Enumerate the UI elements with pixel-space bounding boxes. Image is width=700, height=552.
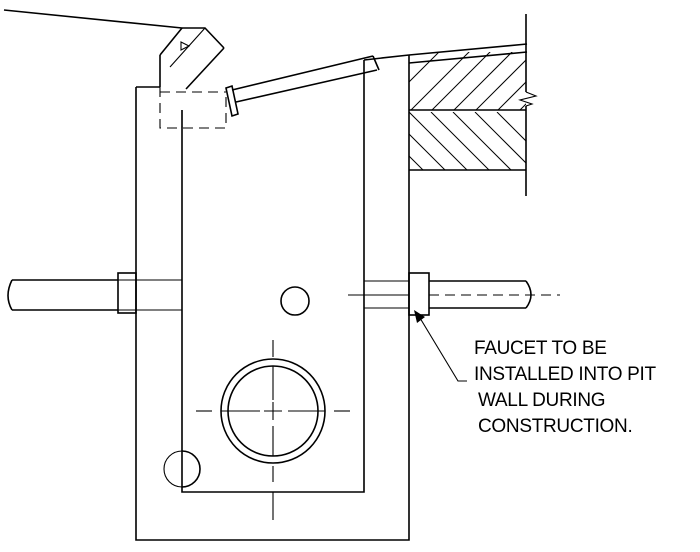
annotation-line-4: CONSTRUCTION.	[478, 416, 633, 437]
small-circular-opening	[280, 286, 310, 316]
faucet-pipe	[348, 272, 560, 316]
faucet-annotation: FAUCET TO BE INSTALLED INTO PIT WALL DUR…	[474, 336, 694, 440]
annotation-line-1: FAUCET TO BE	[474, 338, 607, 359]
vent-pipe-hidden-lines	[159, 87, 227, 129]
inlet-drain-pipe	[225, 55, 380, 118]
hatch-upper	[409, 52, 526, 110]
annotation-leader	[414, 310, 467, 382]
hatch-lower	[409, 112, 526, 170]
foundation-hatched	[409, 14, 538, 196]
vent-pipe-elbow	[3, 9, 227, 129]
annotation-line-2: INSTALLED INTO PIT	[474, 364, 656, 385]
sump-circle	[163, 450, 201, 488]
pit-lid	[363, 43, 528, 64]
large-outlet-pipe	[196, 340, 350, 520]
annotation-line-3: WALL DURING	[478, 390, 606, 411]
left-wall-pipe	[7, 272, 182, 314]
